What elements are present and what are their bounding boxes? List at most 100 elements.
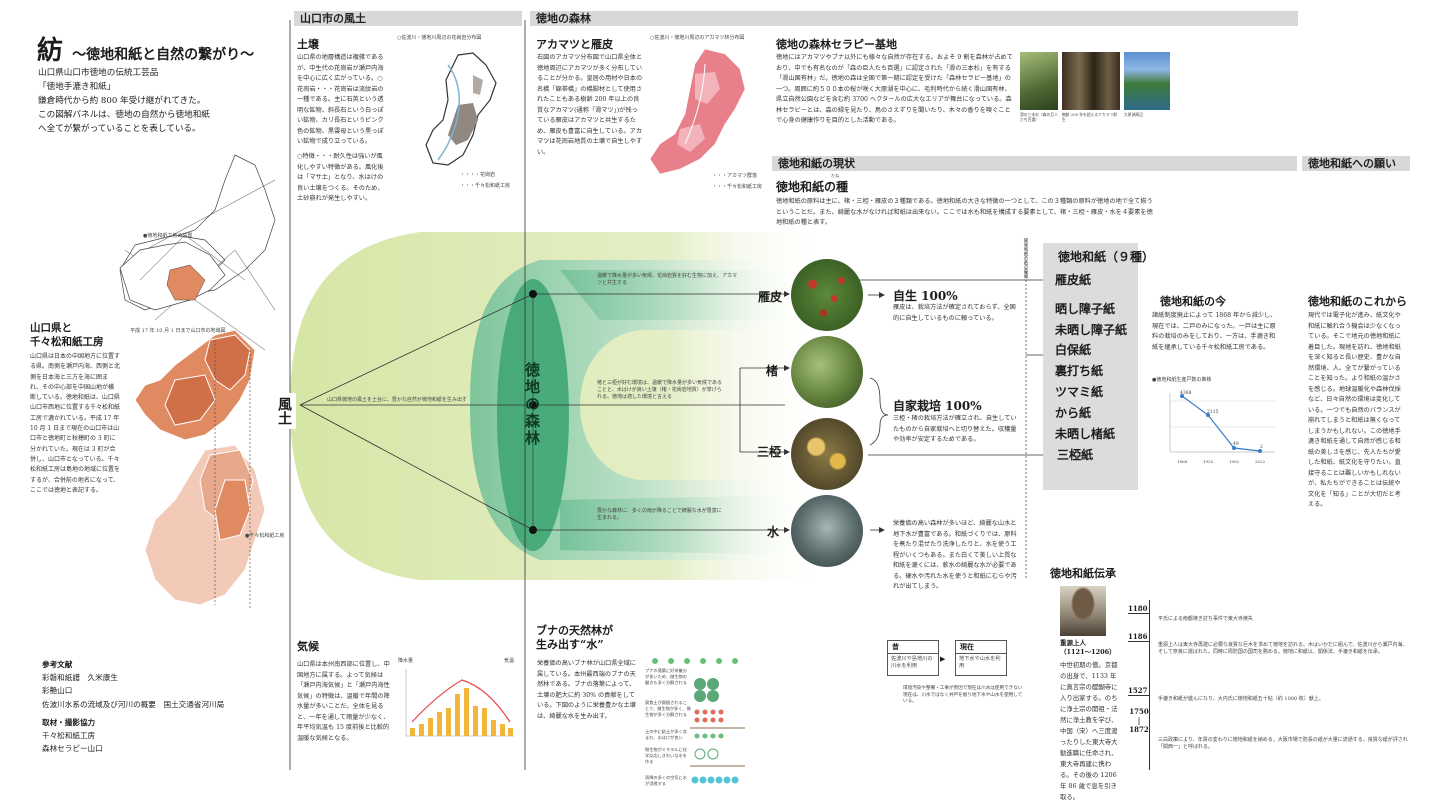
paper-kind: 未晒し楮紙 <box>1055 426 1116 441</box>
household-trend-chart <box>1169 393 1275 453</box>
granite-distribution-map <box>425 52 497 166</box>
soil-body-2: ○特徴・・・耐久性は強いが風化しやすい特徴がある。風化後は「マサ土」となり、水は… <box>297 153 384 202</box>
timeline-year: 1186 <box>1128 632 1150 642</box>
household-trend-line <box>1181 395 1261 452</box>
therapy-photo-caption-2: 樹齢 200 年を超えるアカマツ群生 <box>1062 112 1118 122</box>
intro-line: 鎌倉時代から約 800 年受け継がれてきた。 <box>38 96 206 106</box>
then-box: 昔 佐波川や島地川の川水を利用 <box>887 640 939 676</box>
kiko-body: 山口県は本州南西部に位置し、中国地方に属する。よって気候は「瀬戸内海気候」と「瀬… <box>297 661 390 742</box>
then-label: 昔 <box>888 641 938 654</box>
water-body: 栄養価の高い森林が多いほど、綺麗な山水と地下水が豊富である。和紙づくりでは、原料… <box>893 520 1017 590</box>
buna-step-4: 微生物がミネラルに化学反応しきれいな水を作る <box>645 747 687 764</box>
household-year-label: 2022 <box>1255 459 1266 464</box>
kozo-label: 楮 <box>766 364 779 378</box>
ganpi-label: 雁皮 <box>758 290 783 304</box>
coop-title: 取材・撮影協力 <box>42 717 96 727</box>
section-bar-forest: 徳地の森林 <box>530 11 1298 26</box>
seed-title: 徳地和紙の種 <box>776 178 848 195</box>
buna-step-3: 土の中に粘土が多く含まれ、水はけが良い <box>645 729 687 740</box>
section-bar-wish: 徳地和紙への願い <box>1302 156 1410 171</box>
mitsumata-label: 三椏 <box>757 445 782 459</box>
paper-kind: から紙 <box>1055 405 1092 420</box>
climate-chart <box>405 669 514 737</box>
buna-step-1: ブナの落葉に好栄養分が多いため、微生物の働きも多く分解される <box>645 668 687 685</box>
akamatsu-legend-pine: ・・・アカマツ群落 <box>712 173 758 179</box>
section-bar-climate-region: 山口市の風土 <box>294 11 522 26</box>
branch-top-text: 温暖で降水量が多い気候、花崗岩質を好む生物に加え、アカマツと共生する <box>597 273 738 286</box>
soil-body: 山口県の地層構造は複雑であるが、中生代の花崗岩が瀬戸内海を中心に広く広がっている… <box>297 54 384 145</box>
mitsumata-paper: 三椏紙 <box>1057 448 1094 462</box>
akamatsu-distribution-map <box>649 48 746 175</box>
intro-line: 「徳地手漉き和紙」 <box>38 82 116 92</box>
akamatsu-title: アカマツと雁皮 <box>536 38 613 51</box>
mitsumata-photo <box>791 418 863 490</box>
soil-layer-diagram <box>652 658 745 784</box>
climate-chart-label-right: 気温 <box>504 658 515 664</box>
seed-body: 徳地和紙の原料は主に、楮・三椏・雁皮の３種類である。徳地和紙の大きな特徴の一つと… <box>776 198 1153 226</box>
kozo-photo <box>791 336 863 408</box>
person-name: 重源上人 （1121〜1206） <box>1060 639 1116 656</box>
water-label: 水 <box>767 525 780 539</box>
now-box: 現在 地下水や山水を利用 <box>955 640 1007 676</box>
branch-mid-text: 楮と三椏が好む環境は、温暖で降水量が多い気候であることと、水はけが良い土壌（楮・… <box>597 380 722 400</box>
timeline-text: 三白政策により、年貢の変わりに徳地和紙を納める。大阪市場で防長の紙が大量に流通す… <box>1158 737 1408 750</box>
wild-body: 雁皮は、栽培方法が確定されておらず、全国的に自生しているものに頼っている。 <box>893 304 1016 322</box>
household-year-label: 1868 <box>1177 459 1188 464</box>
workshop-title: 山口県と 千々松和紙工房 <box>30 322 104 348</box>
paper-kind: 未晒し障子紙 <box>1055 322 1128 337</box>
akamatsu-body: 右図のアカマツ分布図で山口県全体と徳地周辺にアカマツが多く分布していることが分か… <box>537 54 643 156</box>
household-year-label: 1962 <box>1229 459 1240 464</box>
farm-body: 三椏・楮の栽培方法が確立され、自生していたものから自家栽培へと切り替えた。収穫量… <box>893 415 1017 443</box>
therapy-photo-pine <box>1062 52 1120 110</box>
wish-title: 徳地和紙のこれから <box>1308 295 1407 308</box>
paper-kinds-list: 雁皮紙 晒し障子紙 未晒し障子紙 白保紙 裏打ち紙 ツマミ紙 から紙 未晒し楮紙 <box>1055 270 1127 444</box>
kiko-title: 気候 <box>297 640 319 653</box>
timeline-year: 1750 | 1872 <box>1129 707 1149 734</box>
person-body: 中世初期の僧。京都の出身で、1133 年に真言宗の醍醐寺に入り出家する。のちに浄… <box>1060 661 1118 801</box>
intro-text: 山口県山口市徳地の伝統工芸品 「徳地手漉き和紙」 鎌倉時代から約 800 年受け… <box>38 66 253 136</box>
intro-line: 山口県山口市徳地の伝統工芸品 <box>38 68 159 78</box>
map-caption-location: ●徳地和紙工房の位置 <box>143 233 193 239</box>
now-title: 徳地和紙の今 <box>1160 295 1226 308</box>
references: 参考文献 彩磐和紙譜 久米康生 彩艶山口 佐波川水系の流域及び河川の概要 国土交… <box>42 658 224 755</box>
reference-item: 佐波川水系の流域及び河川の概要 国土交通省河川局 <box>42 699 225 709</box>
wish-body: 現代では電子化が進み、紙文化や和紙に触れ合う機会は少なくなっている。そこで地元の… <box>1308 312 1401 508</box>
chogen-portrait <box>1060 586 1106 636</box>
household-point <box>1206 413 1210 417</box>
main-title: 紡 〜徳地和紙と自然の繋がり〜 <box>37 30 254 67</box>
yamaguchi-location-map <box>119 154 276 610</box>
then-body: 佐波川や島地川の川水を利用 <box>891 656 933 669</box>
branch-bottom-text: 豊かな森林に、多くの雨が降ることで綺麗な水が豊富に生まれる。 <box>597 508 722 521</box>
akamatsu-legend-workshop: ・・・千々松和紙工房 <box>712 184 763 190</box>
timeline-text: 手漉き和紙が盛んになり、大内氏に徳地和紙五十帖（約 1000 枚）献上。 <box>1158 696 1324 702</box>
map-caption-workshop: ●千々松和紙工房 <box>245 533 285 539</box>
coop-item: 千々松和紙工房 <box>42 731 96 741</box>
soil-legend-granite: ・・・・花崗岩 <box>460 172 496 178</box>
household-point <box>1232 446 1236 450</box>
paper-kind: 裏打ち紙 <box>1055 364 1104 379</box>
paper-kind: 白保紙 <box>1055 343 1092 358</box>
buna-step-2: 腐食土が腐植されることで、微生物が多く、微生物が多く分解される <box>645 700 691 717</box>
therapy-photo-lake <box>1124 52 1170 110</box>
then-now-arrow: ▶ <box>940 655 946 663</box>
timeline-year: 1527 <box>1128 686 1150 696</box>
seed-ruby: たね <box>831 173 839 178</box>
paper-kind: 晒し障子紙 <box>1055 301 1116 316</box>
wild-title: 自生 100% <box>893 289 958 303</box>
household-value-label: 2115 <box>1207 410 1219 415</box>
paper-kind: ツマミ紙 <box>1055 384 1104 399</box>
references-title: 参考文献 <box>42 660 73 669</box>
now-chart-caption: ●徳地和紙生産戸数の推移 <box>1152 377 1212 383</box>
therapy-photo-caption-1: 滑の三本杉（森の巨人たち百選） <box>1020 112 1058 122</box>
timeline-axis <box>1149 600 1150 770</box>
workshop-body: 山口県は日本の中国地方に位置する県。南側を瀬戸内海、西側と北側を日本海と三方を海… <box>30 353 121 494</box>
change-note: 環境汚染や整備・工事が原因で現在は川水は使用できない現在は、川水ではなく井戸を掘… <box>903 686 1023 705</box>
now-label: 現在 <box>956 641 1006 654</box>
therapy-photo-caption-3: 大原湖周辺 <box>1124 112 1143 117</box>
household-year-label: 1925 <box>1203 459 1214 464</box>
timeline-year: 1180 <box>1128 604 1150 614</box>
soil-legend-workshop: ・・・千々松和紙工房 <box>460 183 511 189</box>
household-point <box>1258 449 1262 453</box>
akamatsu-map-caption: ○佐波川・徳地川周辺のアカマツ林分布図 <box>650 35 745 41</box>
